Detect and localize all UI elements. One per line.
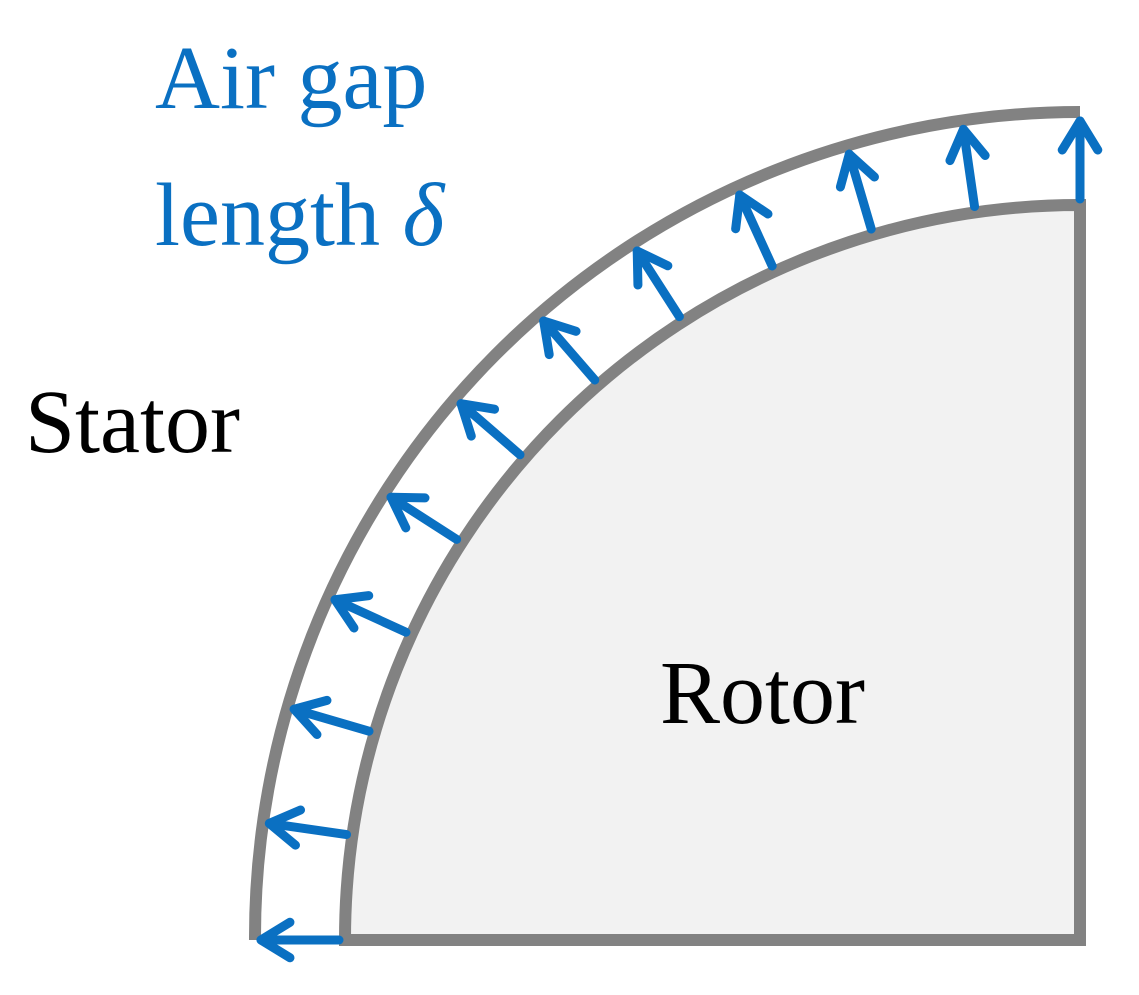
air-gap-arrow-head (264, 805, 306, 850)
air-gap-arrow-head (632, 246, 673, 290)
rotor-shape (338, 198, 1086, 946)
air-gap-arrow-shaft (264, 818, 352, 840)
air-gap-arrow-shaft (958, 124, 980, 212)
air-gap-label-text: length (155, 166, 402, 265)
air-gap-arrow-head (731, 190, 773, 234)
air-gap-arrow-shaft (330, 595, 411, 637)
stator-label: Stator (25, 373, 240, 472)
air-gap-arrow-head (330, 591, 374, 633)
air-gap-delta-symbol: δ (402, 166, 446, 265)
air-gap-arrow-shaft (456, 399, 525, 460)
air-gap-arrow-shaft (844, 149, 876, 234)
air-gap-arrows (256, 116, 1103, 963)
air-gap-arrow-head (835, 149, 879, 192)
air-gap-arrow-head (386, 492, 430, 533)
air-gap-arrow-shaft (289, 704, 374, 736)
air-gap-arrow-head (289, 695, 332, 739)
air-gap-arrow-shaft (386, 492, 462, 544)
rotor-label: Rotor (660, 644, 865, 743)
air-gap-arrow-shaft (735, 190, 777, 271)
air-gap-arrow-head (945, 124, 990, 166)
air-gap-arrow-head (456, 399, 500, 441)
air-gap-arrow-shaft (632, 246, 684, 322)
air-gap-arrow-shaft (539, 316, 600, 385)
air-gap-arrow-head (256, 917, 295, 963)
air-gap-label-line2: length δ (155, 166, 446, 265)
air-gap-arrow-head (1057, 116, 1103, 155)
stator-arc (248, 106, 1081, 941)
air-gap-arrow-head (539, 316, 581, 360)
air-gap-label-line1: Air gap (155, 29, 427, 128)
